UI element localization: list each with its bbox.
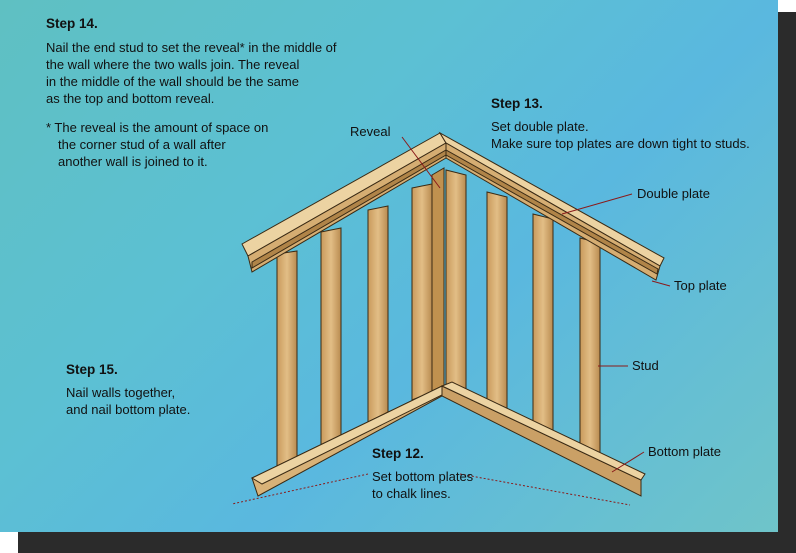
top-plates-left — [241, 132, 447, 273]
stud — [445, 169, 467, 394]
reveal-label: Reveal — [350, 124, 391, 139]
step13-text-1: Set double plate. — [491, 119, 589, 134]
stud — [411, 183, 433, 401]
reveal-leader — [401, 136, 441, 189]
step14-text-3: in the middle of the wall should be the … — [46, 74, 299, 89]
stud — [579, 237, 601, 469]
chalk-line-left — [231, 473, 369, 505]
top-plate-leader — [651, 280, 671, 287]
double-plate-leader — [561, 193, 633, 215]
step12-text-2: to chalk lines. — [372, 486, 451, 501]
step15-text-2: and nail bottom plate. — [66, 402, 191, 417]
bottom-plates — [250, 381, 646, 497]
step12-heading: Step 12. — [372, 446, 424, 461]
stud — [431, 167, 445, 393]
step14-heading: Step 14. — [46, 16, 98, 31]
top-plates-right — [438, 131, 665, 281]
bottom-plate-label: Bottom plate — [648, 444, 721, 459]
step14-text-4: as the top and bottom reveal. — [46, 91, 215, 106]
stud-label: Stud — [632, 358, 659, 373]
step14-text-2: the wall where the two walls join. The r… — [46, 57, 300, 72]
step12-text-1: Set bottom plates — [372, 469, 474, 484]
chalk-line-right — [459, 473, 631, 506]
double-plate-label: Double plate — [637, 186, 710, 201]
step13-heading: Step 13. — [491, 96, 543, 111]
stud — [276, 250, 298, 473]
leader-lines — [231, 136, 671, 506]
step14-note-3: another wall is joined to it. — [58, 154, 208, 169]
step13-text-2: Make sure top plates are down tight to s… — [491, 136, 750, 151]
bottom-plate-leader — [611, 451, 645, 473]
stud — [367, 205, 389, 424]
step15-text-1: Nail walls together, — [66, 385, 176, 400]
step14-text-1: Nail the end stud to set the reveal* in … — [46, 40, 337, 55]
stud — [486, 191, 508, 419]
step15-heading: Step 15. — [66, 362, 118, 377]
right-wall-studs — [445, 169, 601, 469]
stud — [320, 227, 342, 448]
step14-note-1: * The reveal is the amount of space on — [46, 120, 269, 135]
top-plate-label: Top plate — [674, 278, 727, 293]
bottom-plate-right-top — [440, 381, 646, 481]
stud — [532, 213, 554, 444]
left-wall-studs — [276, 167, 445, 473]
step14-note-2: the corner stud of a wall after — [58, 137, 226, 152]
